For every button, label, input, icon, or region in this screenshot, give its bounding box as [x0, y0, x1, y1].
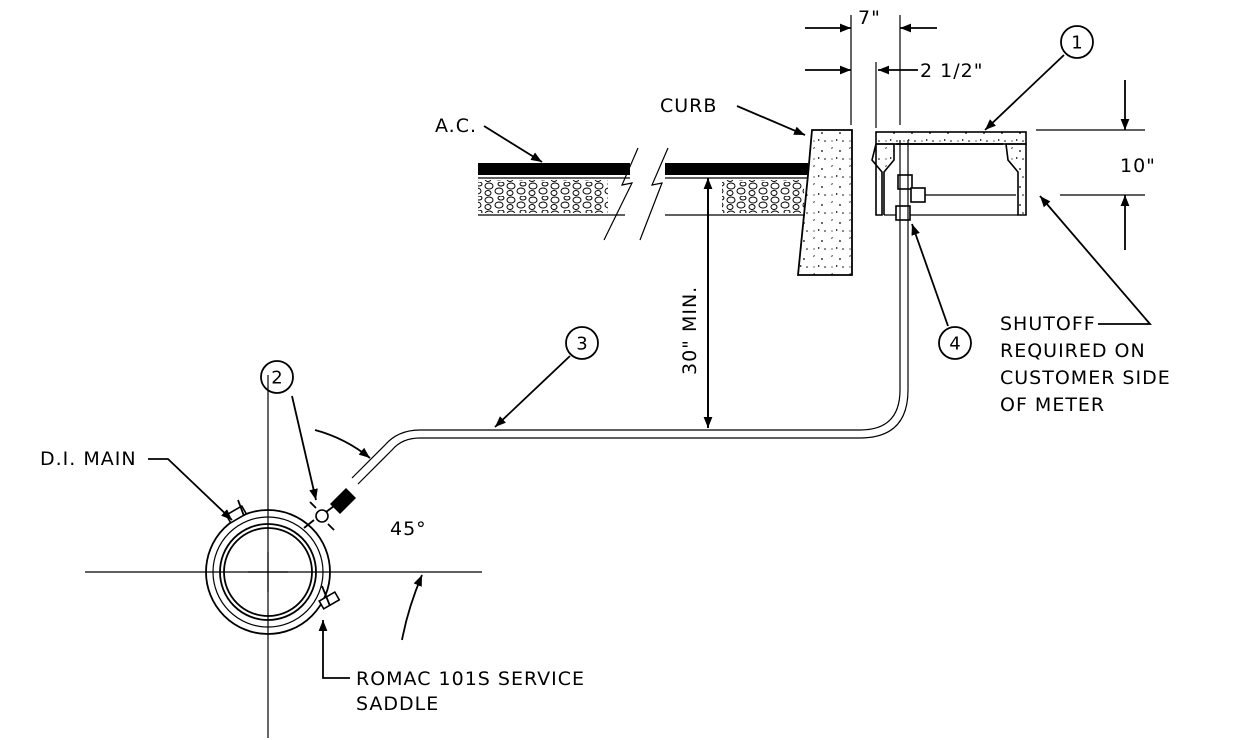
saddle-label-group: ROMAC 101S SERVICE SADDLE: [318, 620, 585, 715]
dimension-10in: 10": [1036, 80, 1156, 250]
shutoff-line3: CUSTOMER SIDE: [1000, 367, 1171, 389]
shutoff-label-group: SHUTOFF REQUIRED ON CUSTOMER SIDE OF MET…: [1000, 195, 1171, 416]
curb-label: CURB: [660, 95, 717, 117]
meter-box: [871, 131, 1027, 221]
ac-label: A.C.: [435, 115, 477, 137]
shutoff-line2: REQUIRED ON: [1000, 340, 1146, 362]
svg-text:3: 3: [576, 334, 587, 355]
dimension-7in: 7": [805, 7, 937, 125]
svg-text:4: 4: [949, 334, 960, 355]
dim-30-label: 30" MIN.: [679, 286, 701, 375]
svg-text:2: 2: [271, 368, 282, 389]
shutoff-line1: SHUTOFF: [1000, 313, 1096, 335]
callout-4: 4: [911, 223, 972, 360]
callout-3: 3: [494, 326, 599, 428]
asphalt-pavement: [478, 147, 808, 241]
callout-1: 1: [984, 25, 1094, 131]
ac-label-group: A.C.: [435, 115, 543, 163]
di-main-label-group: D.I. MAIN: [40, 448, 233, 521]
dim-10-label: 10": [1120, 155, 1156, 177]
curb-label-group: CURB: [660, 95, 806, 136]
dimension-2-5in: 2 1/2": [805, 60, 983, 128]
di-main-pipe: [85, 375, 482, 738]
saddle-label-line2: SADDLE: [356, 693, 439, 715]
angle-45-label: 45°: [390, 518, 427, 540]
di-main-label: D.I. MAIN: [40, 448, 137, 470]
corporation-stop: [303, 488, 356, 531]
svg-text:1: 1: [1071, 33, 1082, 54]
dimension-30in-min: 30" MIN.: [679, 178, 713, 428]
service-pipe: [351, 140, 909, 485]
curb: [797, 129, 853, 276]
saddle-label-line1: ROMAC 101S SERVICE: [356, 668, 585, 690]
shutoff-line4: OF METER: [1000, 394, 1105, 416]
angle-45: 45°: [314, 429, 427, 641]
callout-2: 2: [260, 360, 318, 501]
dim-7-label: 7": [858, 7, 881, 29]
dim-2-5-label: 2 1/2": [920, 60, 983, 82]
